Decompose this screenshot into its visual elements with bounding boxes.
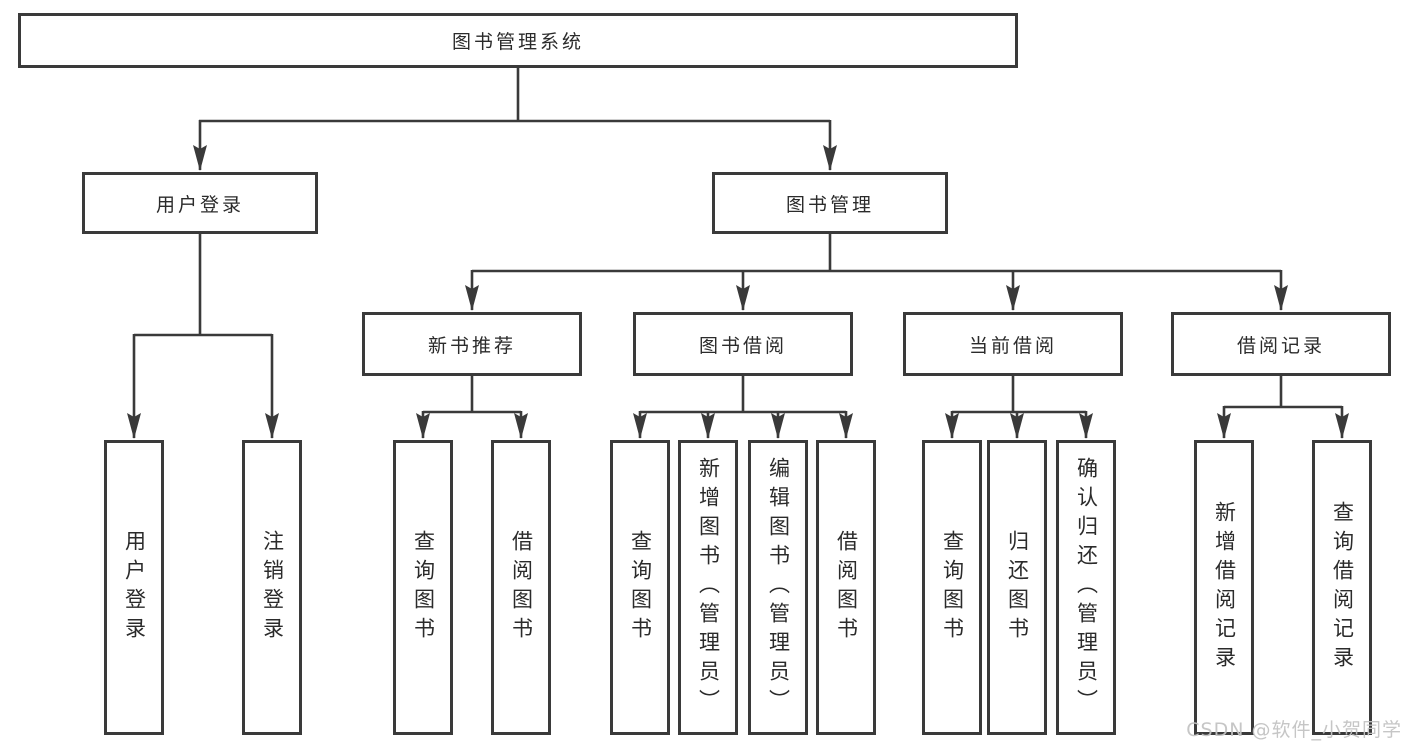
leaf-query-books: 查询图书 (610, 440, 670, 735)
leaf-confirm-return-admin: 确认归还（管理员） (1056, 440, 1116, 735)
leaf-add-borrow-record: 新增借阅记录 (1194, 440, 1254, 735)
node-borrowing-records: 借阅记录 (1171, 312, 1391, 376)
leaf-borrow-books: 借阅图书 (491, 440, 551, 735)
leaf-logout: 注销登录 (242, 440, 302, 735)
node-current-borrowing: 当前借阅 (903, 312, 1123, 376)
leaf-add-book-admin: 新增图书（管理员） (678, 440, 738, 735)
leaf-borrow-books: 借阅图书 (816, 440, 876, 735)
watermark: CSDN @软件_小贺同学 (1186, 719, 1402, 741)
leaf-query-books: 查询图书 (393, 440, 453, 735)
leaf-edit-book-admin: 编辑图书（管理员） (748, 440, 808, 735)
leaf-query-borrow-record: 查询借阅记录 (1312, 440, 1372, 735)
leaf-return-books: 归还图书 (987, 440, 1047, 735)
node-library-management-system: 图书管理系统 (18, 13, 1018, 68)
node-book-management: 图书管理 (712, 172, 948, 234)
node-book-borrowing: 图书借阅 (633, 312, 853, 376)
node-user-login: 用户登录 (82, 172, 318, 234)
leaf-user-login: 用户登录 (104, 440, 164, 735)
leaf-query-books: 查询图书 (922, 440, 982, 735)
node-new-book-recommendation: 新书推荐 (362, 312, 582, 376)
